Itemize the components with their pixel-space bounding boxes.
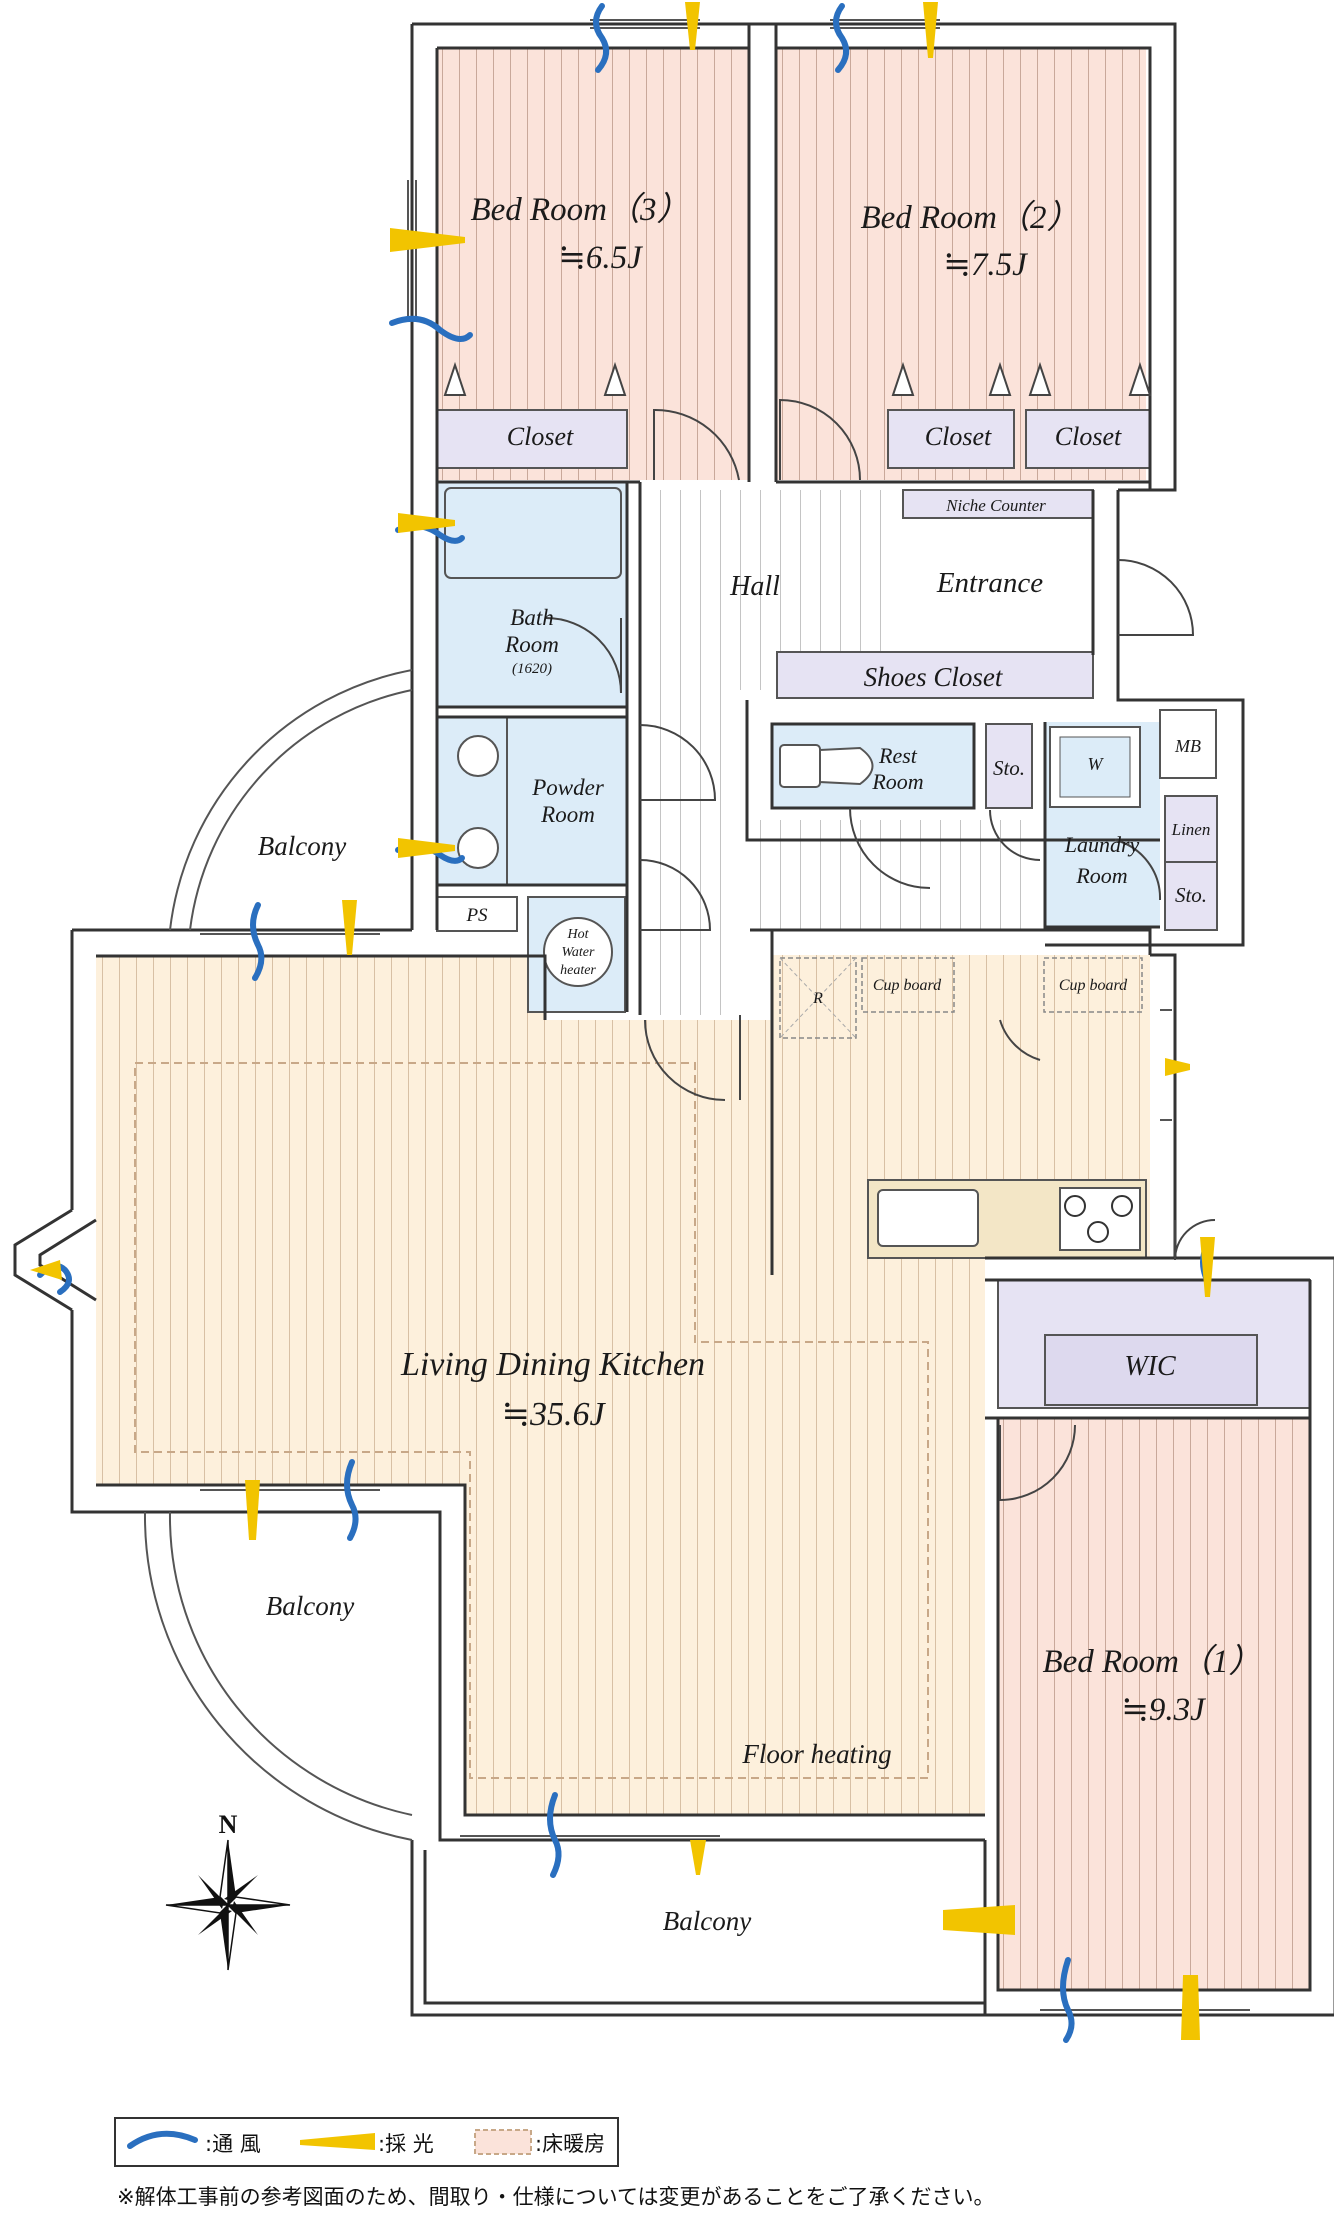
hot-water-label-3: heater [560,963,596,978]
bath-label-2: Room [504,632,559,657]
closet-bed2-a-label: Closet [925,422,992,451]
bay-window [13,1208,97,1312]
shoes-closet [776,651,1094,699]
powder-label-2: Room [540,802,595,827]
bath-label-1: Bath [510,605,553,630]
compass-north-label: N [219,1810,238,1839]
balcony-left-label: Balcony [266,1591,354,1621]
laundry-label-1: Laundry [1064,832,1140,857]
laundry-label-2: Room [1075,863,1127,888]
refrigerator-space [779,957,857,1039]
bedroom-3-size: ≒6.5J [558,240,643,276]
niche-counter-label: Niche Counter [945,496,1046,515]
storage-1-label: Sto. [993,756,1025,780]
disclaimer-note: ※解体工事前の参考図面のため、間取り・仕様については変更があることをご了承くださ… [117,2185,995,2209]
bedroom-3-name: Bed Room（3） [470,191,689,228]
cupboard-2 [1043,957,1143,1013]
linen-label: Linen [1171,820,1211,839]
balcony-top-label: Balcony [258,831,346,861]
light-arrows [30,2,1215,2040]
hot-water-heater [543,917,613,987]
hall-label: Hall [729,571,780,602]
wind-legend-label: :通 風 [205,2132,261,2156]
closet-bed3 [436,409,628,469]
refrigerator-label: R [812,990,823,1007]
closet-bed2-b-label: Closet [1055,422,1122,451]
bedroom-1-size: ≒9.3J [1121,1692,1206,1728]
floor-heat-legend-icon [474,2129,532,2155]
ldk-size: ≒35.6J [501,1396,606,1433]
windows [200,19,1250,2011]
powder-label-1: Powder [531,775,605,800]
mb-label: MB [1174,736,1201,756]
floor-heating-zone [134,1062,929,1779]
closet-bed3-label: Closet [507,422,574,451]
entrance-label: Entrance [936,567,1043,599]
shoes-closet-label: Shoes Closet [864,662,1004,692]
light-legend-icon [300,2133,375,2150]
light-legend-label: :採 光 [378,2132,434,2156]
closet-bed2-a [887,409,1015,469]
storage-2 [1164,861,1218,931]
walls [70,22,1334,2017]
linen-storage [1164,795,1218,863]
bedroom-1-name: Bed Room（1） [1042,1643,1261,1680]
legend: :通 風 :採 光 :床暖房 [114,2117,619,2167]
balcony-bottom-label: Balcony [663,1906,751,1936]
ps-label: PS [465,905,488,926]
room-labels: Bed Room（3） ≒6.5J Bed Room（2） ≒7.5J Clos… [258,191,1262,1936]
wind-legend-icon [127,2130,198,2149]
ldk-name: Living Dining Kitchen [400,1346,705,1383]
floor-heating-label: Floor heating [741,1739,891,1769]
balcony-railings [143,669,413,1841]
rest-room-label-2: Room [871,769,923,794]
floor-heat-legend-label: :床暖房 [535,2132,605,2156]
wic-label: WIC [1124,1351,1176,1382]
washer-label: W [1088,754,1105,774]
bath-label-3: (1620) [512,661,552,677]
hot-water-label-2: Water [562,945,595,960]
storage-1 [985,723,1033,809]
cupboard-1 [861,957,955,1013]
compass: N [165,1810,291,1971]
doors [545,398,1216,1502]
cupboard-1-label: Cup board [873,977,942,994]
niche-counter [902,489,1094,519]
bedroom-2-size: ≒7.5J [943,247,1028,283]
mb-box [1159,709,1217,779]
hot-water-label-1: Hot [567,927,590,942]
storage-2-label: Sto. [1175,883,1207,907]
bedroom-2-name: Bed Room（2） [860,199,1079,236]
cupboard-2-label: Cup board [1059,977,1128,994]
closet-markers [443,361,1152,396]
rest-room-label-1: Rest [878,743,918,768]
